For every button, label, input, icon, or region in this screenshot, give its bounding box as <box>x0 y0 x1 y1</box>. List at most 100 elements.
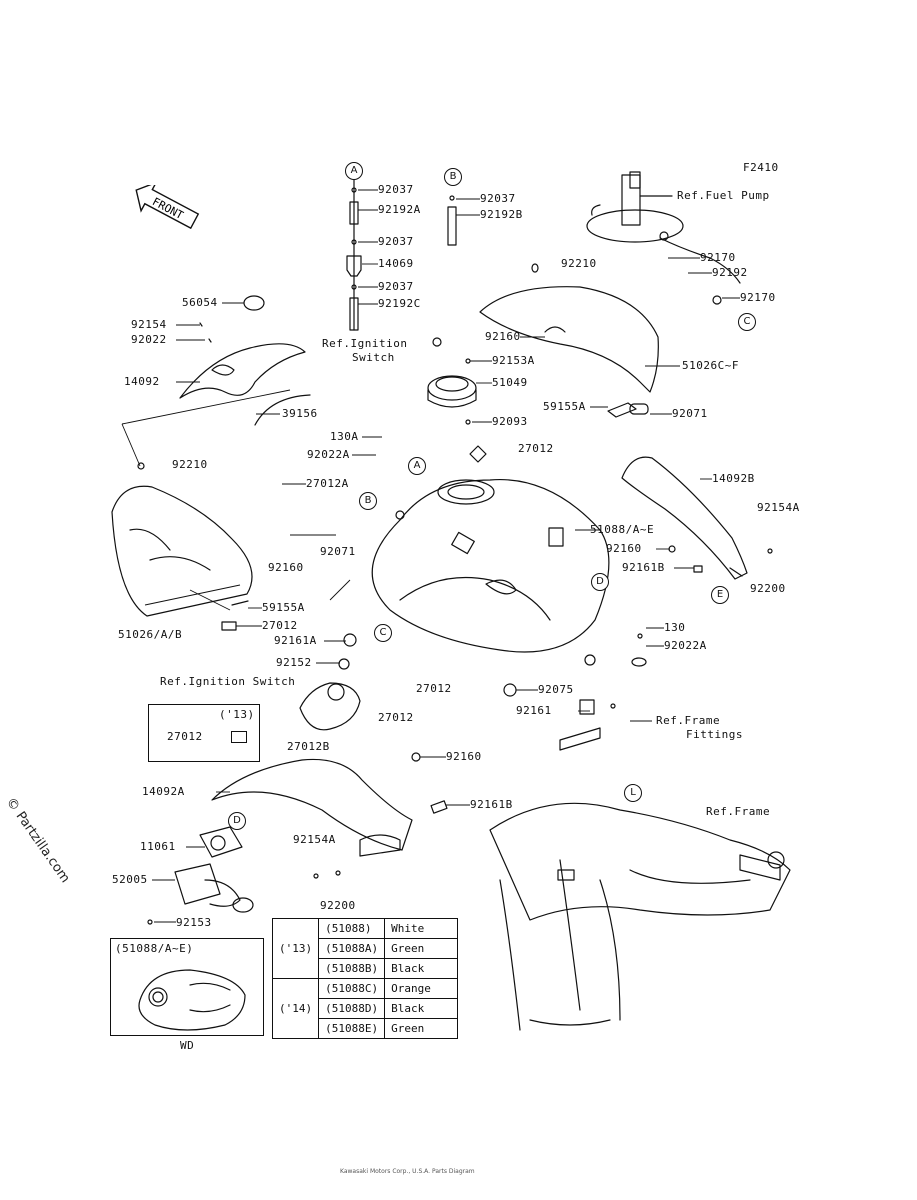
label-14092b: 14092B <box>712 472 755 485</box>
label-92160-low: 92160 <box>446 750 482 763</box>
label-39156: 39156 <box>282 407 318 420</box>
label-92192a: 92192A <box>378 203 421 216</box>
label-92037-a: 92037 <box>378 183 414 196</box>
label-27012b: 27012B <box>287 740 330 753</box>
label-92192c: 92192C <box>378 297 421 310</box>
callout-c-tank: C <box>374 624 392 642</box>
label-92153a: 92153A <box>492 354 535 367</box>
tag-27012: 27012 <box>167 730 203 743</box>
wd-view-box: (51088/A~E) <box>110 938 264 1036</box>
color-cell: Orange <box>384 978 459 999</box>
label-ref-ignition-2: Switch <box>352 351 395 364</box>
label-92037-d: 92037 <box>480 192 516 205</box>
label-92200-right: 92200 <box>750 582 786 595</box>
frame-drawing <box>313 633 791 1031</box>
label-92161a: 92161A <box>274 634 317 647</box>
year-cell: ('14) <box>271 978 320 1039</box>
label-51049: 51049 <box>492 376 528 389</box>
label-92037-c: 92037 <box>378 280 414 293</box>
label-ref-frame: Ref.Frame <box>706 805 771 818</box>
label-92022: 92022 <box>131 333 167 346</box>
label-92160-mid: 92160 <box>268 561 304 574</box>
hose-column-a <box>346 177 362 331</box>
label-92154a-right: 92154A <box>757 501 800 514</box>
left-side-cover-drawing <box>111 462 253 631</box>
wd-caption: WD <box>180 1039 195 1052</box>
label-14069: 14069 <box>378 257 414 270</box>
label-27012a: 27012A <box>306 477 349 490</box>
wd-tank-top-view-drawing <box>138 969 246 1031</box>
label-92161b-right: 92161B <box>622 561 665 574</box>
callout-c-right: C <box>738 313 756 331</box>
table-row: ('14) (51088C) Orange <box>271 978 459 1039</box>
label-51026cf: 51026C~F <box>682 359 739 372</box>
callout-d-tank: D <box>591 573 609 591</box>
part-cell: (51088B) <box>318 958 386 979</box>
label-51026ab: 51026/A/B <box>118 628 183 641</box>
color-cell: Green <box>384 1018 459 1039</box>
label-ref-ignition-1: Ref.Ignition <box>322 337 408 350</box>
label-92200-low: 92200 <box>320 899 356 912</box>
label-92037-b: 92037 <box>378 235 414 248</box>
callout-e-right: E <box>711 586 729 604</box>
label-92154a-low: 92154A <box>293 833 336 846</box>
footer-copyright: Kawasaki Motors Corp., U.S.A. Parts Diag… <box>340 1168 475 1175</box>
label-27012-center-2: 27012 <box>416 682 452 695</box>
front-direction-arrow-icon: FRONT <box>135 185 200 229</box>
callout-l-frame: L <box>624 784 642 802</box>
fuel-pump-gasket-drawing <box>147 826 254 925</box>
label-92022a-right: 92022A <box>664 639 707 652</box>
color-cell: Black <box>384 998 459 1019</box>
label-92160-top: 92160 <box>485 330 521 343</box>
color-variant-table: ('13) (51088) White (51088A) Green (5108… <box>271 918 459 1039</box>
color-cell: Green <box>384 938 459 959</box>
right-side-cover-drawing <box>621 456 773 580</box>
fuel-cap-drawing <box>427 337 477 425</box>
label-92160-right: 92160 <box>606 542 642 555</box>
label-56054: 56054 <box>182 296 218 309</box>
label-130a: 130A <box>330 430 359 443</box>
part-cell: (51088D) <box>318 998 386 1019</box>
leader-lines <box>121 189 740 923</box>
label-ref-fuel-pump: Ref.Fuel Pump <box>677 189 770 202</box>
label-92161b-low: 92161B <box>470 798 513 811</box>
label-92093: 92093 <box>492 415 528 428</box>
label-92071: 92071 <box>672 407 708 420</box>
label-27012-left: 27012 <box>262 619 298 632</box>
label-92192b: 92192B <box>480 208 523 221</box>
label-92153: 92153 <box>176 916 212 929</box>
label-92022a-top: 92022A <box>307 448 350 461</box>
label-92170-b: 92170 <box>740 291 776 304</box>
color-cell: Black <box>384 958 459 979</box>
label-130: 130 <box>664 621 686 634</box>
top-left-trim-drawing <box>179 295 311 426</box>
label-92154: 92154 <box>131 318 167 331</box>
label-52005: 52005 <box>112 873 148 886</box>
color-cell: White <box>384 918 459 939</box>
hose-column-b <box>447 195 457 246</box>
label-92152: 92152 <box>276 656 312 669</box>
callout-b-top: B <box>444 168 462 186</box>
table-row: (51088B) Black <box>273 958 459 979</box>
label-92075: 92075 <box>538 683 574 696</box>
callout-a-top: A <box>345 162 363 180</box>
callout-b-tank: B <box>359 492 377 510</box>
label-92210-top: 92210 <box>561 257 597 270</box>
part-cell: (51088) <box>318 918 386 939</box>
table-row: (51088A) Green <box>273 938 459 959</box>
tag-year-13: ('13) <box>219 708 255 721</box>
lower-trim-drawing <box>211 752 448 857</box>
part-cell: (51088E) <box>318 1018 386 1039</box>
ignition-switch-drawing <box>299 633 361 731</box>
year-cell: ('13) <box>271 918 320 979</box>
right-upper-cover-drawing <box>479 263 659 418</box>
label-ref-ignition-switch: Ref.Ignition Switch <box>160 675 296 688</box>
label-27012-top: 27012 <box>518 442 554 455</box>
label-92192: 92192 <box>712 266 748 279</box>
callout-a-tank: A <box>408 457 426 475</box>
table-row: (51088E) Green <box>273 1018 459 1039</box>
part-cell: (51088C) <box>318 978 386 999</box>
label-92161: 92161 <box>516 704 552 717</box>
label-92210-left: 92210 <box>172 458 208 471</box>
